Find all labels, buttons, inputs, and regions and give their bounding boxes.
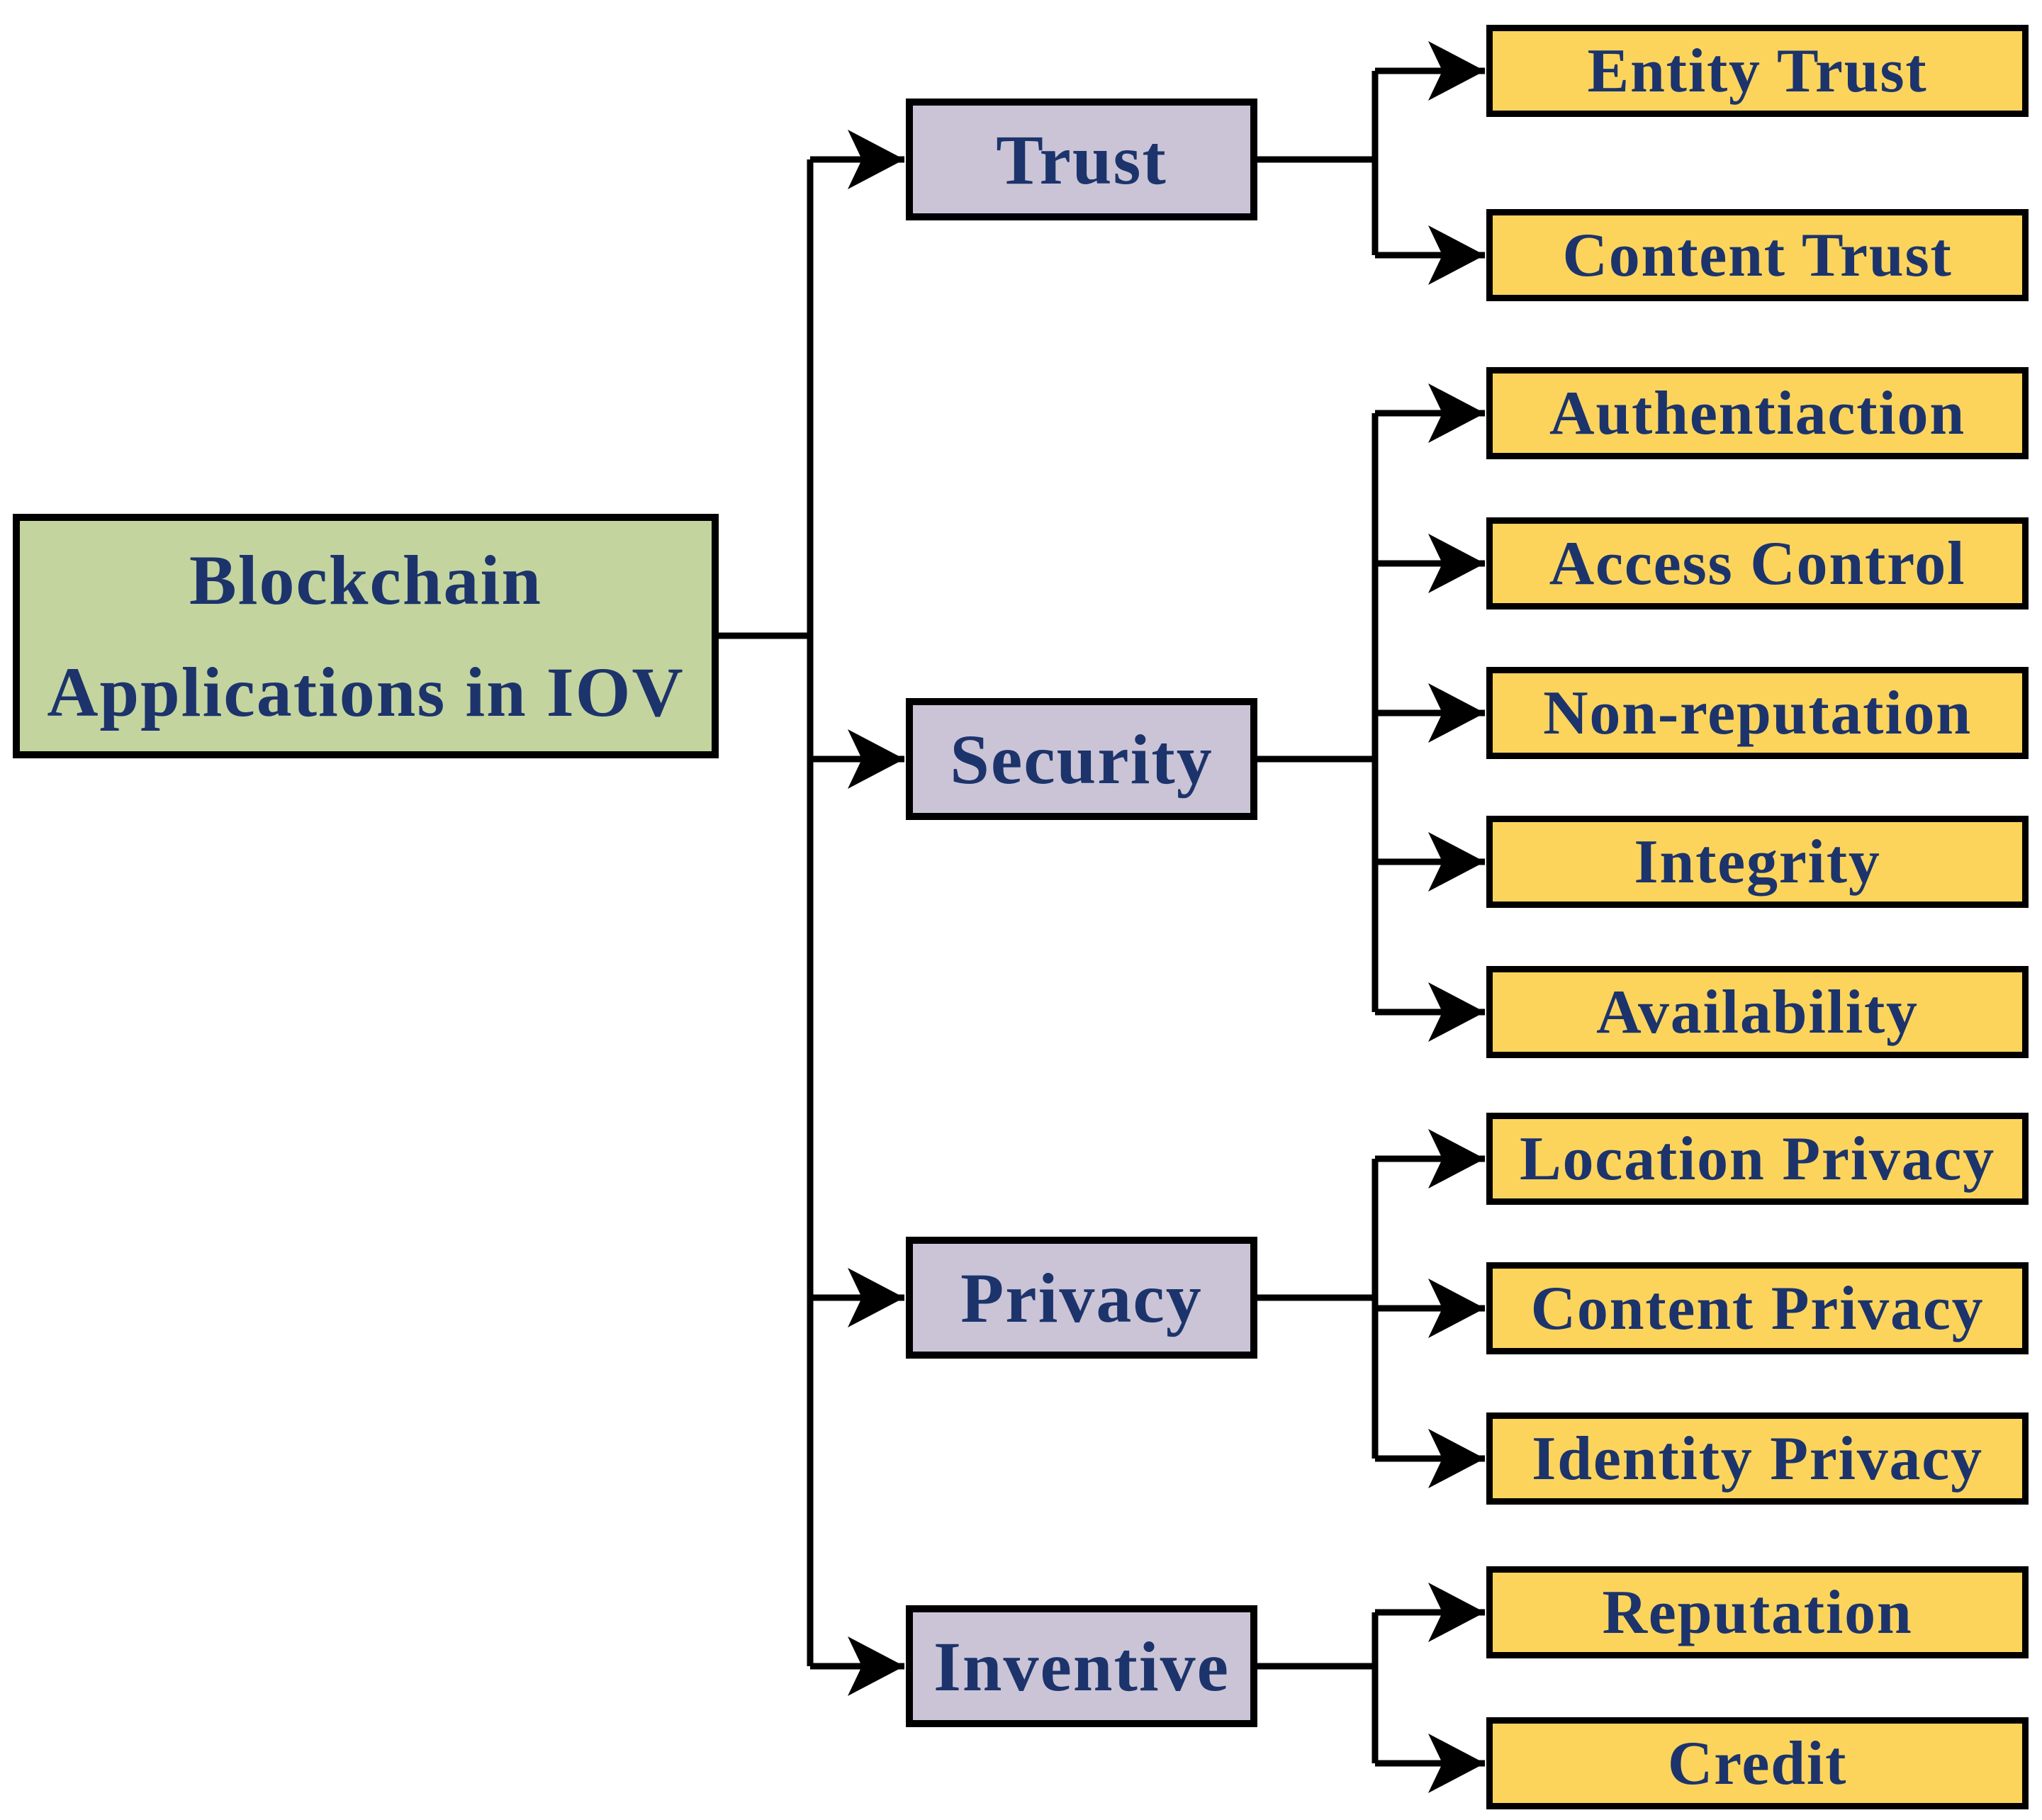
root-label-line1: Blockchain <box>189 540 542 619</box>
node-root: Blockchain Applications in IOV <box>13 514 719 758</box>
privacy-label: Privacy <box>960 1258 1203 1337</box>
authentiaction-label: Authentiaction <box>1549 378 1965 448</box>
node-non-reputation: Non-reputation <box>1486 667 2029 759</box>
identity-privacy-label: Identity Privacy <box>1532 1424 1983 1493</box>
node-location-privacy: Location Privacy <box>1486 1113 2029 1205</box>
availability-label: Availability <box>1596 977 1919 1047</box>
node-identity-privacy: Identity Privacy <box>1486 1412 2029 1505</box>
root-label-line2: Applications in IOV <box>47 652 685 731</box>
reputation-label: Reputation <box>1602 1578 1913 1647</box>
node-integrity: Integrity <box>1486 816 2029 908</box>
credit-label: Credit <box>1667 1729 1848 1798</box>
node-credit: Credit <box>1486 1717 2029 1809</box>
node-content-trust: Content Trust <box>1486 209 2029 301</box>
non-reputation-label: Non-reputation <box>1543 678 1972 748</box>
node-security: Security <box>906 698 1257 820</box>
location-privacy-label: Location Privacy <box>1520 1124 1995 1193</box>
node-inventive: Inventive <box>906 1605 1257 1727</box>
security-label: Security <box>950 719 1213 799</box>
node-trust: Trust <box>906 99 1257 220</box>
content-privacy-label: Content Privacy <box>1530 1274 1985 1343</box>
trust-label: Trust <box>996 120 1167 199</box>
inventive-label: Inventive <box>933 1627 1230 1706</box>
access-control-label: Access Control <box>1549 529 1966 598</box>
node-availability: Availability <box>1486 966 2029 1058</box>
content-trust-label: Content Trust <box>1562 220 1953 290</box>
node-authentiaction: Authentiaction <box>1486 367 2029 459</box>
root-label: Blockchain Applications in IOV <box>47 524 684 748</box>
node-reputation: Reputation <box>1486 1566 2029 1658</box>
integrity-label: Integrity <box>1634 827 1881 897</box>
node-content-privacy: Content Privacy <box>1486 1262 2029 1354</box>
node-privacy: Privacy <box>906 1237 1257 1359</box>
node-entity-trust: Entity Trust <box>1486 25 2029 117</box>
node-access-control: Access Control <box>1486 517 2029 610</box>
entity-trust-label: Entity Trust <box>1587 36 1928 106</box>
